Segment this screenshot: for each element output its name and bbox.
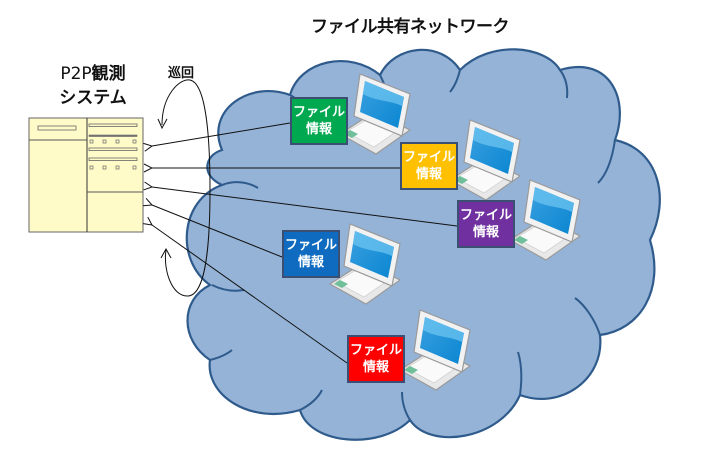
observer-system-label: P2P観測 システム	[38, 62, 148, 110]
file-info-line2: 情報	[305, 122, 332, 137]
data-arrows	[152, 122, 458, 364]
file-info-box-yellow: ファイル 情報	[400, 142, 458, 190]
laptop-icon	[448, 119, 522, 201]
file-info-line1: ファイル	[459, 208, 512, 223]
laptop-icon	[508, 179, 582, 261]
file-info-line1: ファイル	[402, 150, 455, 165]
file-info-line2: 情報	[362, 360, 389, 375]
file-info-box-green: ファイル 情報	[290, 97, 348, 145]
laptop-icon	[338, 73, 412, 155]
observer-label-prefix: P2P	[60, 64, 92, 84]
laptop-icon	[328, 223, 402, 305]
patrol-label: 巡回	[168, 66, 195, 81]
network-title: ファイル共有ネットワーク	[311, 17, 510, 37]
observer-label-line2: システム	[59, 88, 127, 108]
file-info-line1: ファイル	[349, 343, 402, 358]
file-info-box-red: ファイル 情報	[347, 335, 405, 383]
file-info-line2: 情報	[415, 167, 442, 182]
file-info-line1: ファイル	[284, 238, 337, 253]
file-info-box-purple: ファイル 情報	[457, 200, 515, 248]
file-info-line1: ファイル	[292, 105, 345, 120]
file-info-line2: 情報	[297, 255, 324, 270]
file-info-line2: 情報	[472, 225, 499, 240]
file-info-box-blue: ファイル 情報	[282, 230, 340, 278]
observer-label-suffix: 観測	[91, 64, 126, 84]
laptop-icon	[398, 309, 472, 391]
observation-server	[28, 117, 144, 233]
patrol-loop	[157, 79, 211, 297]
